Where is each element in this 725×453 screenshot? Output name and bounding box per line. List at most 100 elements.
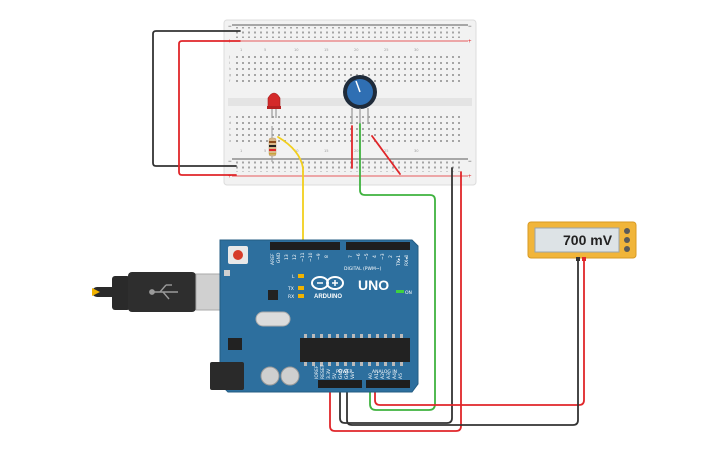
bottom-plus-label-right: +	[468, 174, 472, 180]
bottom-minus-label-right: −	[468, 159, 472, 165]
svg-text:f: f	[229, 79, 231, 83]
led-tx	[298, 286, 304, 290]
svg-text:a: a	[229, 139, 231, 143]
bottom-plus-label: +	[228, 174, 232, 180]
svg-text:1: 1	[240, 149, 242, 153]
svg-text:5: 5	[264, 48, 266, 52]
wire-black-rail-gnd[interactable]	[339, 167, 453, 424]
multimeter-com-probe[interactable]	[576, 257, 580, 261]
svg-text:g: g	[229, 73, 231, 77]
svg-text:4: 4	[372, 255, 378, 258]
row-letters-bottom: e d c b a	[229, 115, 232, 143]
svg-text:25: 25	[384, 48, 389, 52]
svg-text:Vin: Vin	[350, 372, 356, 379]
svg-text:10: 10	[294, 48, 299, 52]
arduino-uno-board[interactable]: AREF GND 13 12 ~11 ~10 ~9 8 7 ~6 ~5 4 ~3…	[210, 239, 419, 393]
led-tx-label: TX	[287, 286, 294, 292]
terminal-strip-bottom[interactable]	[234, 113, 462, 144]
svg-text:~6: ~6	[356, 253, 362, 260]
wire-red-meter[interactable]	[374, 257, 585, 406]
wire-black-left-rail[interactable]	[152, 30, 241, 167]
arduino-logo	[311, 276, 344, 290]
multimeter-reading: 700 mV	[563, 232, 613, 248]
on-label: ON	[405, 290, 412, 296]
led-rx-label: RX	[288, 294, 294, 300]
svg-text:25: 25	[384, 149, 389, 153]
svg-text:h: h	[229, 67, 231, 71]
digital-header-left[interactable]	[270, 242, 340, 250]
analog-label: ANALOG IN	[372, 369, 397, 375]
wire-red-left-rail[interactable]	[178, 40, 241, 176]
wires	[152, 30, 585, 432]
bottom-power-rail[interactable]	[236, 161, 464, 172]
svg-text:1: 1	[240, 48, 242, 52]
svg-text:b: b	[229, 133, 232, 137]
atmega-chip	[300, 338, 410, 362]
svg-text:~9: ~9	[316, 253, 322, 260]
column-numbers-top: 1 5 10 15 20 25 30	[240, 48, 419, 52]
terminal-strip-top[interactable]	[234, 53, 462, 84]
svg-text:d: d	[229, 121, 231, 125]
power-label: POWER	[336, 369, 353, 375]
wire-green-pot-a0[interactable]	[359, 123, 436, 411]
svg-text:7: 7	[348, 255, 354, 258]
top-power-rail[interactable]	[236, 27, 464, 38]
svg-text:5V: 5V	[332, 372, 338, 379]
svg-text:RX◂0: RX◂0	[404, 255, 410, 266]
svg-text:RESET: RESET	[320, 364, 326, 379]
resistor[interactable]	[268, 126, 277, 162]
potentiometer[interactable]	[343, 75, 377, 124]
power-header[interactable]	[318, 380, 362, 388]
multimeter-v-probe[interactable]	[582, 257, 586, 261]
column-numbers-bottom: 1 5 10 15 20 25 30	[240, 149, 419, 153]
svg-text:e: e	[229, 115, 232, 119]
svg-text:A0: A0	[368, 373, 374, 379]
arduino-brand: ARDUINO	[314, 294, 342, 300]
svg-text:IOREF: IOREF	[314, 365, 320, 379]
wire-yellow-led-pin[interactable]	[277, 136, 304, 244]
multimeter[interactable]: 700 mV	[527, 221, 637, 261]
bottom-minus-label: −	[228, 159, 232, 165]
svg-text:~10: ~10	[308, 252, 314, 262]
usb-icon	[149, 284, 178, 300]
svg-text:13: 13	[284, 254, 290, 260]
red-led[interactable]	[267, 92, 281, 118]
analog-header[interactable]	[366, 380, 410, 388]
svg-text:15: 15	[324, 48, 329, 52]
svg-text:A5: A5	[398, 373, 404, 379]
svg-text:~5: ~5	[364, 253, 370, 260]
crystal-oscillator	[255, 311, 291, 327]
multimeter-mode-button-1[interactable]	[624, 228, 630, 234]
wire-black-meter[interactable]	[346, 257, 579, 426]
wire-red-rail-5v[interactable]	[329, 171, 462, 432]
top-plus-label: +	[228, 39, 232, 45]
svg-text:5: 5	[264, 149, 266, 153]
svg-text:2: 2	[388, 255, 394, 258]
digital-header-right[interactable]	[346, 242, 410, 250]
svg-text:20: 20	[354, 149, 359, 153]
multimeter-mode-button-2[interactable]	[624, 237, 630, 243]
arduino-model: UNO	[358, 277, 389, 293]
svg-text:3.3V: 3.3V	[326, 368, 332, 379]
svg-text:30: 30	[414, 48, 419, 52]
voltage-regulator	[228, 338, 242, 350]
led-l-label: L	[292, 274, 295, 280]
led-l	[298, 274, 304, 278]
top-plus-label-right: +	[468, 39, 472, 45]
svg-text:c: c	[229, 127, 231, 131]
digital-label: DIGITAL (PWM~)	[344, 266, 382, 272]
led-rx	[298, 294, 304, 298]
multimeter-mode-button-3[interactable]	[624, 246, 630, 252]
analog-pin-labels: A0 A1 A2 A3 A4 A5	[368, 373, 404, 379]
multimeter-display	[534, 227, 620, 253]
svg-text:~3: ~3	[380, 253, 386, 260]
svg-text:j: j	[228, 55, 230, 59]
row-letters-top: j i h g f	[228, 55, 231, 83]
usb-cable[interactable]	[92, 272, 225, 312]
wire-black-pot[interactable]	[371, 135, 401, 175]
svg-text:i: i	[229, 61, 230, 65]
svg-text:~11: ~11	[300, 252, 306, 262]
svg-text:A4: A4	[392, 373, 398, 379]
power-jack	[210, 362, 244, 390]
power-led	[396, 290, 404, 293]
